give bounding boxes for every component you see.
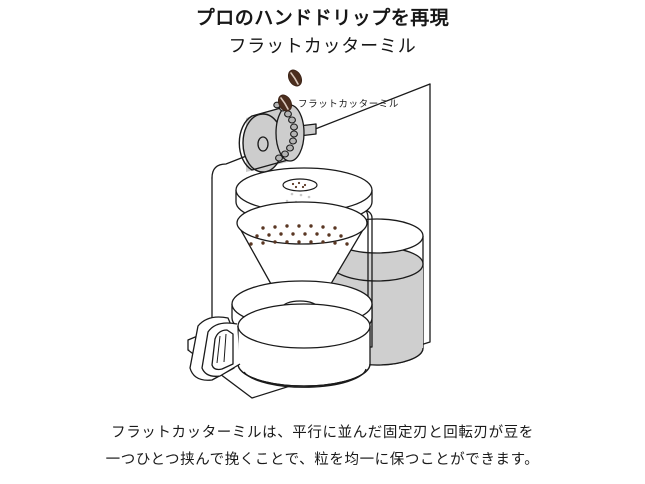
carafe [237,303,371,388]
coffee-bean [287,69,303,87]
caption-line-1: フラットカッターミルは、平行に並んだ固定刃と回転刃が豆を [111,425,534,441]
carafe-handle [189,316,241,381]
caption-line-2: 一つひとつ挟んで挽くことで、粒を均一に保つことができます。 [105,452,540,468]
caption: フラットカッターミルは、平行に並んだ固定刃と回転刃が豆を 一つひとつ挟んで挽くこ… [0,420,645,474]
grounds-bed [249,224,349,246]
coffee-maker-illustration: フラットカッターミル [0,68,645,413]
page-title: プロのハンドドリップを再現 フラットカッターミル [0,6,645,60]
grounds-in-opening [291,181,307,189]
flat-cutter-mill [238,96,317,173]
machine-body [211,83,431,331]
title-line-primary: プロのハンドドリップを再現 [195,8,450,29]
coffee-beans [277,69,303,112]
title-line-secondary: フラットカッターミル [228,36,417,56]
callout-label: フラットカッターミル [298,99,399,110]
coffee-bean [277,94,293,112]
mill-teeth [273,96,298,162]
